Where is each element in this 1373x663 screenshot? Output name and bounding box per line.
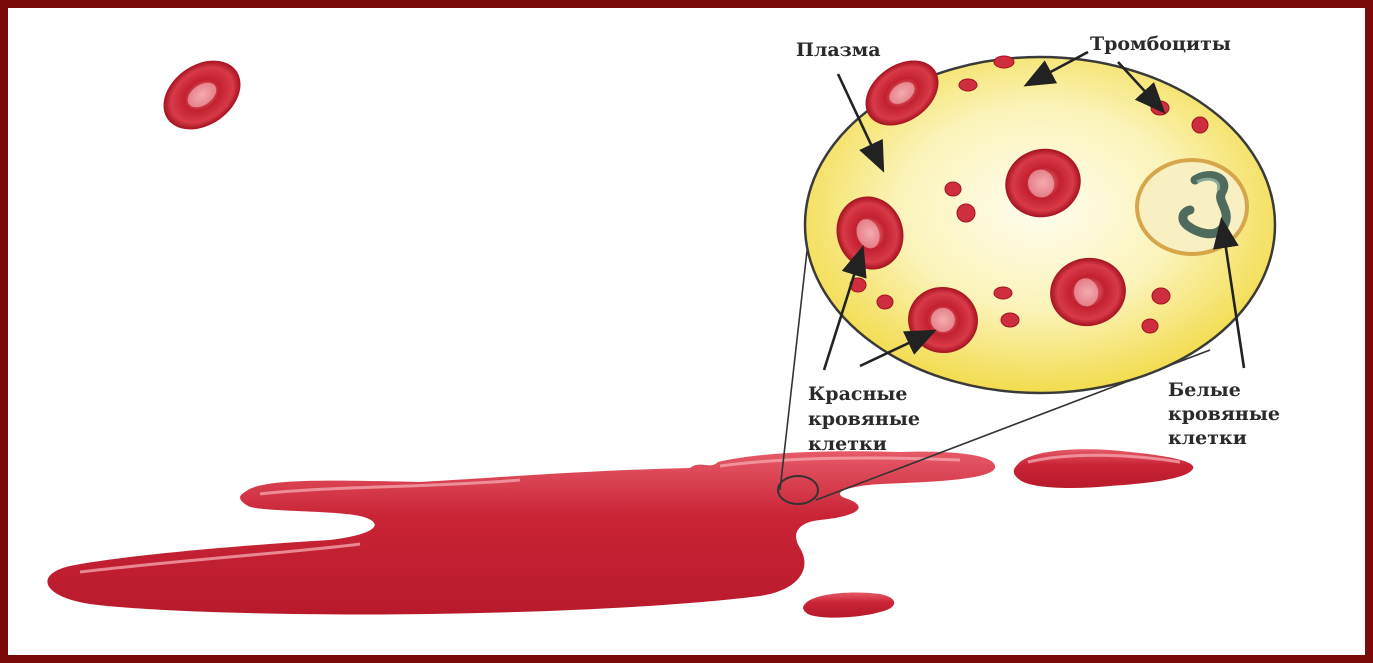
svg-text:Белые: Белые bbox=[1168, 379, 1241, 401]
svg-text:клетки: клетки bbox=[808, 433, 887, 455]
blood-puddle bbox=[47, 449, 1193, 617]
svg-text:клетки: клетки bbox=[1168, 427, 1247, 449]
platelets-label: Тромбоциты bbox=[1090, 33, 1231, 55]
white-blood-cell bbox=[1137, 160, 1247, 254]
svg-text:кровяные: кровяные bbox=[1168, 403, 1280, 425]
svg-text:кровяные: кровяные bbox=[808, 408, 920, 430]
white-cells-label: Белые кровяные клетки bbox=[1168, 379, 1280, 449]
magnified-blood-view bbox=[150, 46, 1275, 393]
red-cells-label: Красные кровяные клетки bbox=[808, 383, 920, 455]
plasma-label: Плазма bbox=[796, 39, 881, 61]
svg-text:Красные: Красные bbox=[808, 383, 908, 405]
